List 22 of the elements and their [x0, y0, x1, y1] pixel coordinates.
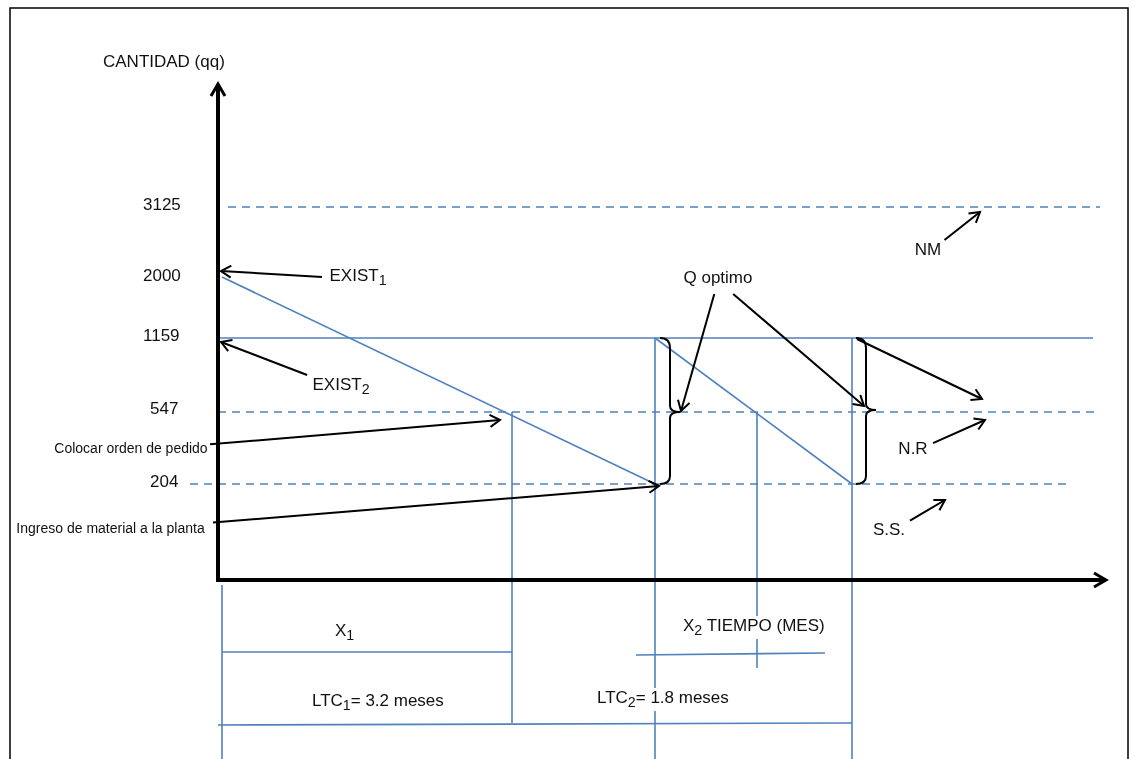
leader-line [909, 498, 946, 522]
leader-line [932, 417, 986, 445]
leader-line [220, 339, 309, 376]
callout-text: EXIST$_{1}$ [322, 266, 394, 292]
leader-line [212, 479, 660, 524]
leader-line [856, 338, 983, 402]
callout-text: Q optimo [668, 268, 768, 294]
dimension-label: LTC$_{2}$= 1.8 meses [597, 688, 729, 712]
callout-text: Colocar orden de pedido [52, 440, 210, 462]
callout-text: EXIST$_{2}$ [305, 375, 377, 401]
callout-text: S.S. [868, 520, 910, 546]
leader-line [220, 264, 323, 279]
leader-line [943, 211, 981, 241]
callout-text: Ingreso de material a la planta [8, 520, 213, 542]
dimension-label: X$_{2}$ TIEMPO (MES) [683, 616, 825, 640]
callout-text: N.R [893, 439, 933, 465]
bracket [855, 337, 877, 485]
leader-line [732, 293, 865, 407]
bracket [659, 337, 681, 485]
callout-text: NM [908, 240, 948, 266]
leader-line [676, 293, 716, 412]
axis-label: CANTIDAD (qq) [103, 52, 225, 73]
